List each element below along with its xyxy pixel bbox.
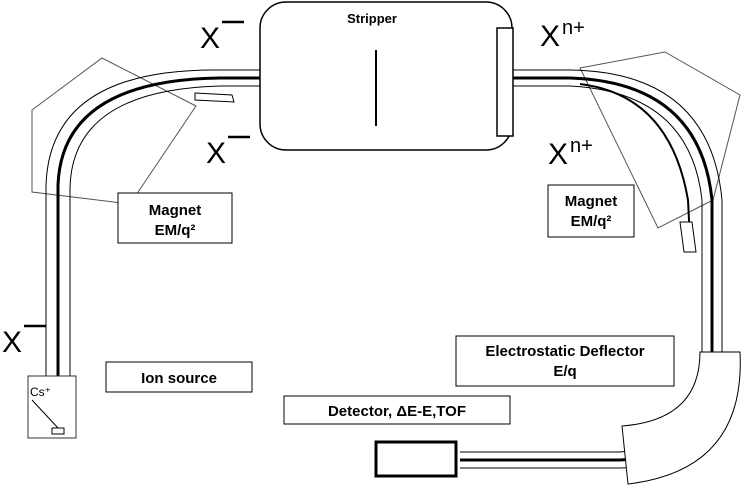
ion-source-target [51, 427, 65, 435]
stripper-label: Stripper [347, 11, 397, 26]
right-magnet-label-line2: EM/q² [571, 213, 612, 230]
right-magnet-label-box: Magnet EM/q² [547, 184, 635, 238]
x-minus-label-lower: X [206, 135, 250, 170]
deflector-label-line2: E/q [553, 363, 576, 380]
beam-line-left [56, 76, 262, 420]
beam-tube-left-inner [69, 85, 262, 420]
svg-text:X: X [540, 20, 560, 53]
ion-source-label-box: Ion source [105, 361, 253, 393]
svg-text:X: X [200, 22, 220, 55]
stripper-flange [496, 27, 514, 137]
beam-tube-left-outer [45, 69, 262, 430]
right-magnet-branch [579, 83, 691, 241]
deflector-label-box: Electrostatic Deflector E/q [455, 335, 675, 387]
left-magnet-label-box: Magnet EM/q² [117, 192, 233, 244]
electrostatic-deflector-housing [621, 351, 741, 485]
left-magnet-label-line1: Magnet [149, 202, 202, 219]
x-nplus-label-upper: X n+ [540, 17, 585, 53]
detector-label: Detector, ΔE-E,TOF [328, 403, 466, 420]
detector-label-box: Detector, ΔE-E,TOF [283, 395, 511, 425]
x-minus-label-main: X [200, 20, 244, 55]
injection-tab [194, 92, 235, 103]
svg-text:X: X [548, 138, 568, 171]
left-magnet-label-line2: EM/q² [155, 222, 196, 239]
deflector-label-line1: Electrostatic Deflector [485, 343, 644, 360]
x-minus-label-source: X [2, 324, 46, 359]
svg-text:X: X [2, 326, 22, 359]
svg-text:n+: n+ [570, 135, 593, 157]
svg-text:X: X [206, 137, 226, 170]
right-magnet-label-line1: Magnet [565, 193, 618, 210]
svg-text:n+: n+ [562, 17, 585, 39]
left-magnet-housing [31, 57, 197, 205]
x-nplus-label-lower: X n+ [548, 135, 593, 171]
detector-box [374, 440, 458, 478]
right-branch-cup [679, 221, 697, 253]
cs-sputter-line [31, 399, 59, 429]
ion-source-label: Ion source [141, 370, 217, 387]
cs-ion-label: Cs⁺ [30, 385, 51, 399]
